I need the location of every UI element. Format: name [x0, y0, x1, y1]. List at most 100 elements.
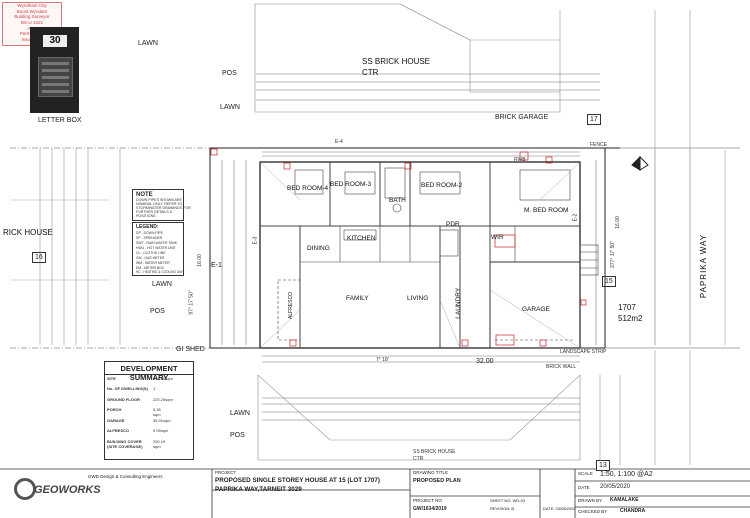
note-line: NOMINAL ONLY. REFER TO [136, 202, 183, 206]
room-kitchen: KITCHEN [347, 235, 376, 242]
legend-item: EM - METER BOX [136, 266, 165, 270]
rwb-label: RWB [514, 157, 526, 163]
note-line: DOWN PIPES SHOWN ARE [136, 198, 182, 202]
gi-shed-label: GI SHED [176, 346, 205, 353]
site-area: 1707 512m2 [618, 303, 642, 323]
logo-mark-icon [14, 478, 36, 500]
summary-row: PORCH 5.35 sqm [107, 407, 161, 417]
lawn-label-left: LAWN [152, 281, 172, 288]
room-dining: DINING [307, 245, 330, 252]
letter-box-label: LETTER BOX [38, 117, 82, 124]
legend-item: WM - WATER METER [136, 261, 170, 265]
letter-slot [38, 57, 73, 97]
pos-label-top: POS [222, 70, 237, 77]
checked-by-label: CHECKED BY [578, 509, 608, 514]
brick-garage-label: BRICK GARAGE [495, 114, 549, 121]
legend-box: LEGEND: DP - DOWN PIPE SP - SPREADER SWT… [132, 222, 184, 276]
e3-label: E-3 [252, 236, 259, 245]
room-laundry: LAUNDRY [455, 287, 463, 319]
lawn-label-top: LAWN [138, 40, 158, 47]
room-bed4: BED ROOM-4 [287, 185, 329, 192]
left-house-label: RICK HOUSE [3, 228, 53, 237]
summary-key: GARAGE [107, 418, 125, 423]
summary-row: BUILDING COVER (SITE COVERAGE)250.19 sqm [107, 439, 165, 449]
e4-label: E-4 [335, 139, 343, 145]
summary-value: 250.19 sqm [153, 439, 166, 449]
note-line: STORMWATER DRAWINGS FOR [136, 206, 191, 210]
room-bed2: BED ROOM-2 [421, 182, 463, 189]
room-garage: GARAGE [522, 306, 550, 313]
revision: REVISION: B [490, 506, 515, 511]
scale-value: 1:50, 1:100 @A2 [600, 471, 653, 478]
stamp-line: Wyndham City [17, 3, 47, 8]
summary-key: PORCH [107, 407, 122, 412]
room-living: LIVING [407, 295, 429, 302]
project-title: PROPOSED SINGLE STOREY HOUSE AT 15 (LOT … [215, 477, 380, 493]
note-title: NOTE [136, 192, 153, 198]
lot-16: 16 [32, 252, 46, 263]
legend-item: CL - CLOTHS LINE [136, 251, 166, 255]
note-line: POSITIONS [136, 214, 156, 218]
project-no: GW/1634/2019 [413, 506, 447, 512]
lot-15: 15 [602, 276, 616, 287]
geoworks-logo: GEOWORKS [14, 478, 101, 500]
summary-key: No. OF DWELLING(S) [107, 386, 148, 391]
e1-label: E-1 [211, 262, 222, 269]
e2-label: E-2 [572, 213, 579, 222]
bottom-house-ctr: CTR [413, 456, 424, 462]
pos-label-left: POS [150, 308, 165, 315]
summary-key: GROUND FLOOR [107, 397, 140, 402]
legend-item: GM - GAS METER [136, 256, 165, 260]
summary-value: 5.35 sqm [153, 407, 161, 417]
drawn-by-label: DRAWN BY [578, 498, 603, 503]
room-bath: BATH [389, 197, 406, 204]
drawn-by-value: KAMALAKE [610, 497, 639, 503]
dim-side-left: 16.00 [196, 254, 203, 267]
bearing-right: 277° 17' 50" [609, 241, 616, 268]
lot-13: 13 [596, 460, 610, 471]
logo-wordmark: GEOWORKS [34, 484, 101, 496]
landscape-strip-label: LANDSCAPE STRIP [560, 349, 607, 355]
letter-box-photo: 30 [30, 27, 79, 113]
project-label: PROJECT [215, 470, 237, 475]
site-lot-number: 1707 [618, 303, 636, 312]
site-area-value: 512m2 [618, 314, 643, 323]
room-alfresco: ALFRESCO [287, 292, 294, 319]
project-no-label: PROJECT NO [413, 498, 442, 503]
room-bed3: BED ROOM-3 [330, 181, 372, 188]
legend-item: HC - HEATING & COOLING UNIT [136, 270, 185, 274]
room-master-bed: M. BED ROOM [524, 207, 569, 214]
house-number: 30 [43, 35, 67, 47]
legend-title: LEGEND: [136, 224, 159, 230]
scale-label: SCALE [578, 471, 593, 476]
checked-by-value: CHANDRA [620, 508, 646, 514]
legend-item: SWT - RAIN WATER TANK [136, 241, 178, 245]
stamp-line: BS-U 1622 [20, 19, 43, 25]
bearing-bottom: 7° 18' [376, 357, 389, 363]
date-small: DATE: 03/08/2020 [543, 506, 576, 511]
sheet-no: SHEET NO: WD-03 [490, 498, 526, 503]
summary-value: 1 [153, 386, 156, 391]
summary-value: 9.05sqm [153, 428, 169, 433]
note-line: FURTHER DETAILS & [136, 210, 173, 214]
pos-label-bottom: POS [230, 432, 245, 439]
lawn-label-bottom: LAWN [230, 410, 250, 417]
company-name: GWD Design & Consulting Engineers [88, 474, 163, 479]
date-label: DATE [578, 485, 590, 490]
bearing-left: 97° 17' 50" [188, 290, 195, 315]
summary-row: GARAGE 35.91sqm [107, 418, 171, 423]
summary-value: 35.91sqm [153, 418, 171, 423]
fence-label: FENCE [590, 142, 607, 148]
lawn-label-top2: LAWN [220, 104, 240, 111]
room-pdr: PDR [446, 221, 460, 228]
drawing-title-label: DRAWING TITLE [413, 470, 449, 475]
brick-wall-label: BRICK WALL [546, 364, 577, 370]
bottom-house-label: SS BRICK HOUSE [413, 449, 456, 455]
legend-item: SP - SPREADER [136, 236, 163, 240]
date-value: 20/05/2020 [600, 484, 631, 490]
top-house-ctr: CTR [362, 68, 379, 77]
